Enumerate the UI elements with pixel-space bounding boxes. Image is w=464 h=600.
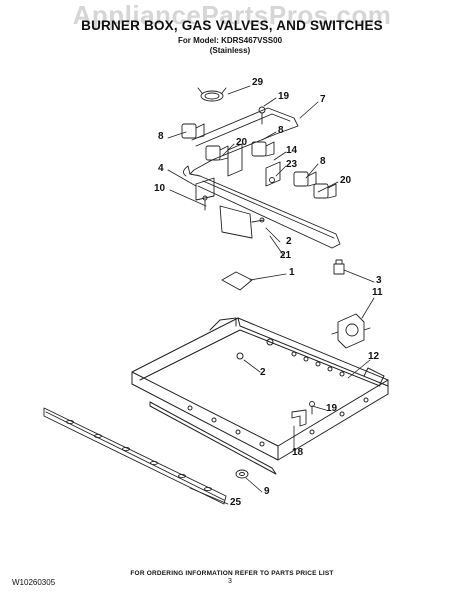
callout-2: 2 (260, 367, 266, 378)
callout-4: 4 (158, 163, 164, 174)
part-1-cover (221, 271, 253, 291)
callout-8: 8 (278, 125, 284, 136)
callout-19: 19 (326, 403, 338, 414)
part-25-trim-strip (43, 407, 227, 505)
callout-3: 3 (376, 275, 382, 286)
ordering-note: FOR ORDERING INFORMATION REFER TO PARTS … (130, 570, 334, 577)
document-number: W10260305 (12, 578, 56, 587)
page-title: BURNER BOX, GAS VALVES, AND SWITCHES (81, 18, 383, 33)
callout-9: 9 (264, 486, 270, 497)
callout-20: 20 (236, 137, 248, 148)
callout-7: 7 (320, 94, 326, 105)
callout-23: 23 (286, 159, 298, 170)
callout-14: 14 (286, 145, 298, 156)
callout-20: 20 (340, 175, 352, 186)
part-12-burner-box (131, 317, 389, 475)
part-9-nut (235, 469, 249, 479)
callout-8: 8 (320, 156, 326, 167)
callout-8: 8 (158, 131, 164, 142)
leader-lines (167, 85, 375, 505)
model-subtitle: For Model: KDRS467VSS00 (Stainless) (150, 36, 310, 55)
callout-19: 19 (278, 91, 290, 102)
watermark: AppliancePartsPros.com (72, 0, 392, 30)
part-11-regulator (331, 313, 371, 349)
part-7-manifold-pipe (183, 107, 341, 249)
callout-1: 1 (289, 267, 295, 278)
callout-29: 29 (252, 77, 264, 88)
gas-valves (181, 106, 337, 199)
callout-2: 2 (286, 236, 292, 247)
part-21-plate (219, 205, 265, 239)
part-18-bracket (291, 401, 315, 427)
part-29-ring (197, 87, 227, 102)
variant-line: (Stainless) (209, 45, 251, 55)
callout-11: 11 (372, 287, 383, 298)
model-line: For Model: KDRS467VSS00 (177, 36, 283, 45)
brackets (195, 143, 281, 211)
callout-25: 25 (230, 497, 242, 508)
part-3-fitting (333, 259, 345, 275)
callout-12: 12 (368, 351, 380, 362)
callout-18: 18 (292, 447, 304, 458)
page-number: 3 (228, 578, 232, 585)
callout-10: 10 (154, 183, 166, 194)
callout-21: 21 (280, 250, 292, 261)
